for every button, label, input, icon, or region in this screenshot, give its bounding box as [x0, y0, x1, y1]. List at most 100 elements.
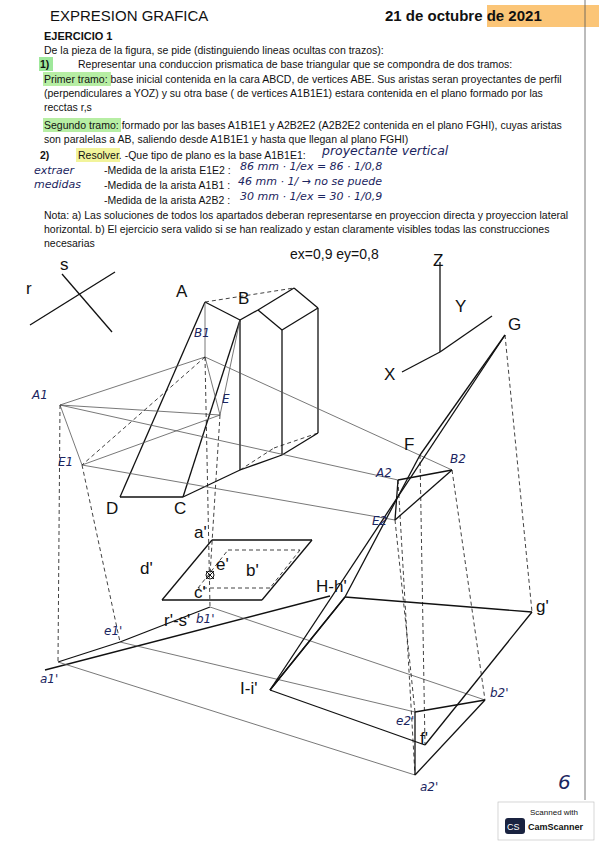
printed-text: Segundo tramo: formado por las bases A1B… — [44, 118, 569, 146]
printed-text: 21 de octubre de 2021 — [385, 6, 542, 26]
handwritten-note: B1 — [194, 326, 210, 340]
drawing-line — [240, 310, 258, 320]
point-label: F — [404, 436, 414, 454]
drawing-line — [270, 597, 345, 690]
drawing-line — [205, 357, 220, 415]
drawing-line — [82, 465, 120, 642]
drawing-line — [270, 335, 505, 690]
drawing-line — [220, 320, 240, 415]
handwritten-note: b2' — [490, 686, 509, 700]
drawing-line — [120, 496, 183, 497]
highlight — [39, 57, 53, 71]
drawing-line — [239, 320, 240, 470]
drawing-line — [440, 316, 492, 352]
printed-text: Resolver. -Que tipo de plano es la base … — [78, 148, 306, 162]
handwritten-note: extraer medidas — [34, 164, 84, 192]
point-label: f' — [420, 730, 428, 748]
point-marker — [206, 571, 214, 579]
point-label: I-i' — [240, 680, 257, 698]
point-label: g' — [536, 598, 549, 616]
drawing-line — [198, 550, 228, 588]
handwritten-note: E — [222, 392, 230, 406]
handwritten-note: a1' — [40, 672, 58, 686]
point-label: D — [106, 500, 118, 518]
printed-text: Primer tramo: base inicial contenida en … — [44, 72, 569, 114]
handwritten-note: 30 mm · 1/ex = 30 · 1/0,9 — [240, 190, 382, 204]
drawing-line — [228, 550, 300, 551]
handwritten-note: 86 mm · 1/ex = 86 · 1/0,8 — [240, 160, 382, 174]
printed-text: CS — [507, 820, 520, 834]
handwritten-note: A1 — [32, 388, 48, 402]
point-label: A — [176, 283, 187, 301]
drawing-line — [395, 520, 415, 712]
handwritten-note: B2 — [450, 452, 466, 466]
drawing-line — [270, 550, 300, 588]
printed-text: 2) — [40, 148, 49, 162]
printed-text: Representar una conduccion prismatica de… — [78, 57, 512, 71]
drawing-line — [58, 662, 415, 775]
handwritten-note: b1' — [196, 612, 215, 626]
printed-text: Scanned with — [530, 806, 578, 820]
drawing-line — [420, 455, 425, 745]
drawing-line — [425, 612, 532, 745]
printed-text: Nota: a) Las soluciones de todos los apa… — [44, 208, 574, 250]
point-label: r — [26, 280, 32, 298]
point-label: d' — [140, 560, 153, 578]
drawing-line — [82, 465, 395, 520]
drawing-line — [60, 405, 398, 480]
printed-text: -Medida de la arista A1B1 : — [104, 178, 230, 192]
drawing-line — [345, 597, 532, 612]
point-label: s — [60, 256, 69, 274]
drawing-line — [62, 274, 112, 332]
drawing-line — [414, 712, 415, 775]
drawing-line — [258, 288, 294, 310]
drawing-line — [585, 0, 586, 800]
drawing-line — [60, 357, 205, 405]
drawing-line — [270, 597, 345, 690]
drawing-line — [398, 470, 452, 480]
drawing-line — [58, 405, 60, 662]
drawing-line — [212, 539, 312, 540]
drawing-line — [420, 335, 505, 455]
point-label: a' — [194, 524, 207, 542]
point-label: b' — [246, 562, 259, 580]
handwritten-note: E2 — [372, 514, 387, 528]
point-label: X — [384, 366, 395, 384]
printed-text: EJERCICIO 1 — [44, 29, 112, 43]
point-label: r'-s' — [164, 612, 190, 630]
drawing-line — [82, 415, 220, 465]
printed-text: -Medida de la arista E1E2 : — [104, 163, 231, 177]
stamp-frame — [498, 802, 594, 840]
point-label: Z — [433, 252, 443, 270]
printed-text: 1) — [40, 57, 49, 71]
point-label: B — [238, 290, 249, 308]
handwritten-note: 6 — [558, 772, 571, 792]
drawing-line — [198, 588, 270, 589]
drawing-line — [82, 357, 205, 465]
handwritten-note: proyectante vertical — [322, 144, 448, 158]
handwritten-note: a2' — [420, 780, 438, 794]
drawing-line — [452, 470, 485, 700]
drawing-line — [439, 262, 440, 352]
drawing-line — [183, 320, 240, 497]
drawing-line — [205, 302, 240, 320]
handwritten-note: 46 mm · 1/ → no se puede — [238, 175, 382, 189]
point-label: C — [174, 500, 186, 518]
point-label: G — [508, 316, 521, 334]
drawing-line — [205, 357, 452, 470]
drawing-line — [395, 470, 452, 520]
drawing-line — [205, 288, 294, 302]
drawing-line — [282, 308, 318, 330]
drawing-line — [30, 272, 115, 325]
point-label: Y — [455, 298, 466, 316]
drawing-line — [162, 599, 262, 600]
drawing-line — [58, 642, 120, 662]
point-label: c' — [194, 584, 206, 602]
logo-badge — [505, 818, 525, 834]
point-label: H-h' — [316, 578, 347, 596]
drawing-line — [317, 308, 318, 433]
handwritten-note: e2' — [396, 714, 414, 728]
point-marker — [206, 571, 214, 579]
drawing-line — [240, 455, 282, 470]
